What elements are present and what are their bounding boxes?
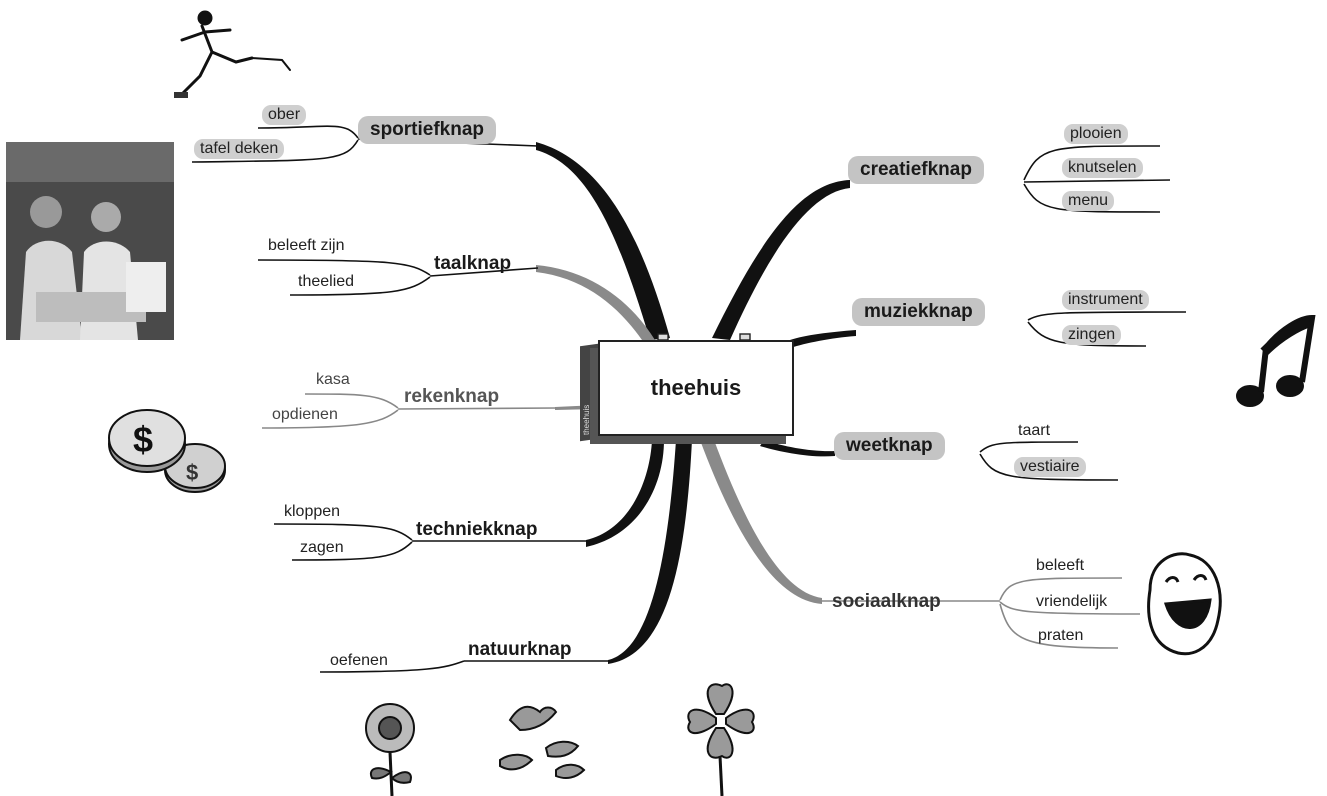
- leaf-instrument[interactable]: instrument: [1062, 290, 1149, 310]
- reken-branch-line: [397, 407, 557, 410]
- branch-creatiefknap[interactable]: creatiefknap: [848, 156, 984, 184]
- music-note-icon: [1236, 314, 1316, 407]
- waiters-photo: [6, 142, 174, 340]
- leaf-kloppen[interactable]: kloppen: [284, 503, 341, 520]
- svg-text:$: $: [186, 460, 198, 485]
- leaf-ober[interactable]: ober: [262, 105, 307, 125]
- techniek-leaf-curve: [273, 523, 413, 561]
- leaf-zagen[interactable]: zagen: [300, 539, 344, 556]
- leaf-vestiaire[interactable]: vestiaire: [1014, 457, 1086, 477]
- branch-weetknap[interactable]: weetknap: [834, 432, 945, 460]
- branch-natuurknap[interactable]: natuurknap: [468, 639, 572, 660]
- creatief-leaf-curve: [1023, 145, 1171, 213]
- trunk-techniek: [586, 440, 664, 547]
- branch-techniekknap[interactable]: techniekknap: [416, 519, 538, 540]
- taal-branch-line: [429, 267, 539, 277]
- muziek-leaf-curve: [1027, 311, 1187, 347]
- branch-sportiefknap[interactable]: sportiefknap: [358, 116, 497, 144]
- center-topic[interactable]: theehuis: [598, 340, 794, 436]
- branch-sociaalknap[interactable]: sociaalknap: [832, 591, 941, 612]
- leaf-plooien[interactable]: plooien: [1064, 124, 1128, 144]
- trunk-muziek: [790, 330, 856, 348]
- natuur-leaf-line: [319, 660, 465, 673]
- weet-leaf-curve: [979, 441, 1119, 481]
- laughing-face-icon: [1147, 552, 1222, 656]
- branch-rekenknap[interactable]: rekenknap: [404, 386, 500, 407]
- branch-muziekknap[interactable]: muziekknap: [852, 298, 985, 326]
- sportief-leaf-curve: [191, 125, 359, 163]
- birds-icon: [499, 705, 586, 779]
- leaf-beleeft-zijn[interactable]: beleeft zijn: [268, 237, 345, 254]
- sociaal-leaf-curve: [999, 577, 1141, 649]
- trunk-creatief: [712, 180, 850, 340]
- trunk-branches: [536, 142, 856, 664]
- leaf-vriendelijk[interactable]: vriendelijk: [1036, 593, 1108, 610]
- leaf-tafel-deken[interactable]: tafel deken: [194, 139, 285, 159]
- leaf-theelied[interactable]: theelied: [298, 273, 355, 290]
- runner-icon: [174, 10, 291, 98]
- four-leaf-clover-icon: [687, 683, 755, 796]
- coins-icon: $ $: [108, 409, 226, 493]
- center-box-side-text: theehuis: [582, 404, 591, 435]
- trunk-taal: [536, 265, 655, 340]
- leaf-knutselen[interactable]: knutselen: [1062, 158, 1143, 178]
- branch-taalknap[interactable]: taalknap: [434, 253, 512, 274]
- flower-icon: [365, 703, 415, 796]
- leaf-beleeft[interactable]: beleeft: [1036, 557, 1085, 574]
- trunk-weet: [760, 440, 835, 457]
- leaf-praten[interactable]: praten: [1038, 627, 1084, 644]
- reken-leaf-curve: [261, 393, 399, 429]
- svg-text:$: $: [133, 419, 153, 460]
- leaf-zingen[interactable]: zingen: [1062, 325, 1122, 345]
- trunk-natuur: [608, 440, 692, 664]
- leaf-kasa[interactable]: kasa: [316, 371, 350, 388]
- trunk-sportief: [536, 142, 670, 340]
- underlines: [191, 125, 1187, 673]
- taal-leaf-curve: [257, 259, 431, 296]
- leaf-opdienen[interactable]: opdienen: [272, 406, 338, 423]
- center-topic-label: theehuis: [650, 375, 742, 400]
- leaf-menu[interactable]: menu: [1062, 191, 1115, 211]
- leaf-oefenen[interactable]: oefenen: [330, 652, 388, 669]
- trunk-sociaal: [700, 440, 822, 604]
- leaf-taart[interactable]: taart: [1018, 422, 1051, 439]
